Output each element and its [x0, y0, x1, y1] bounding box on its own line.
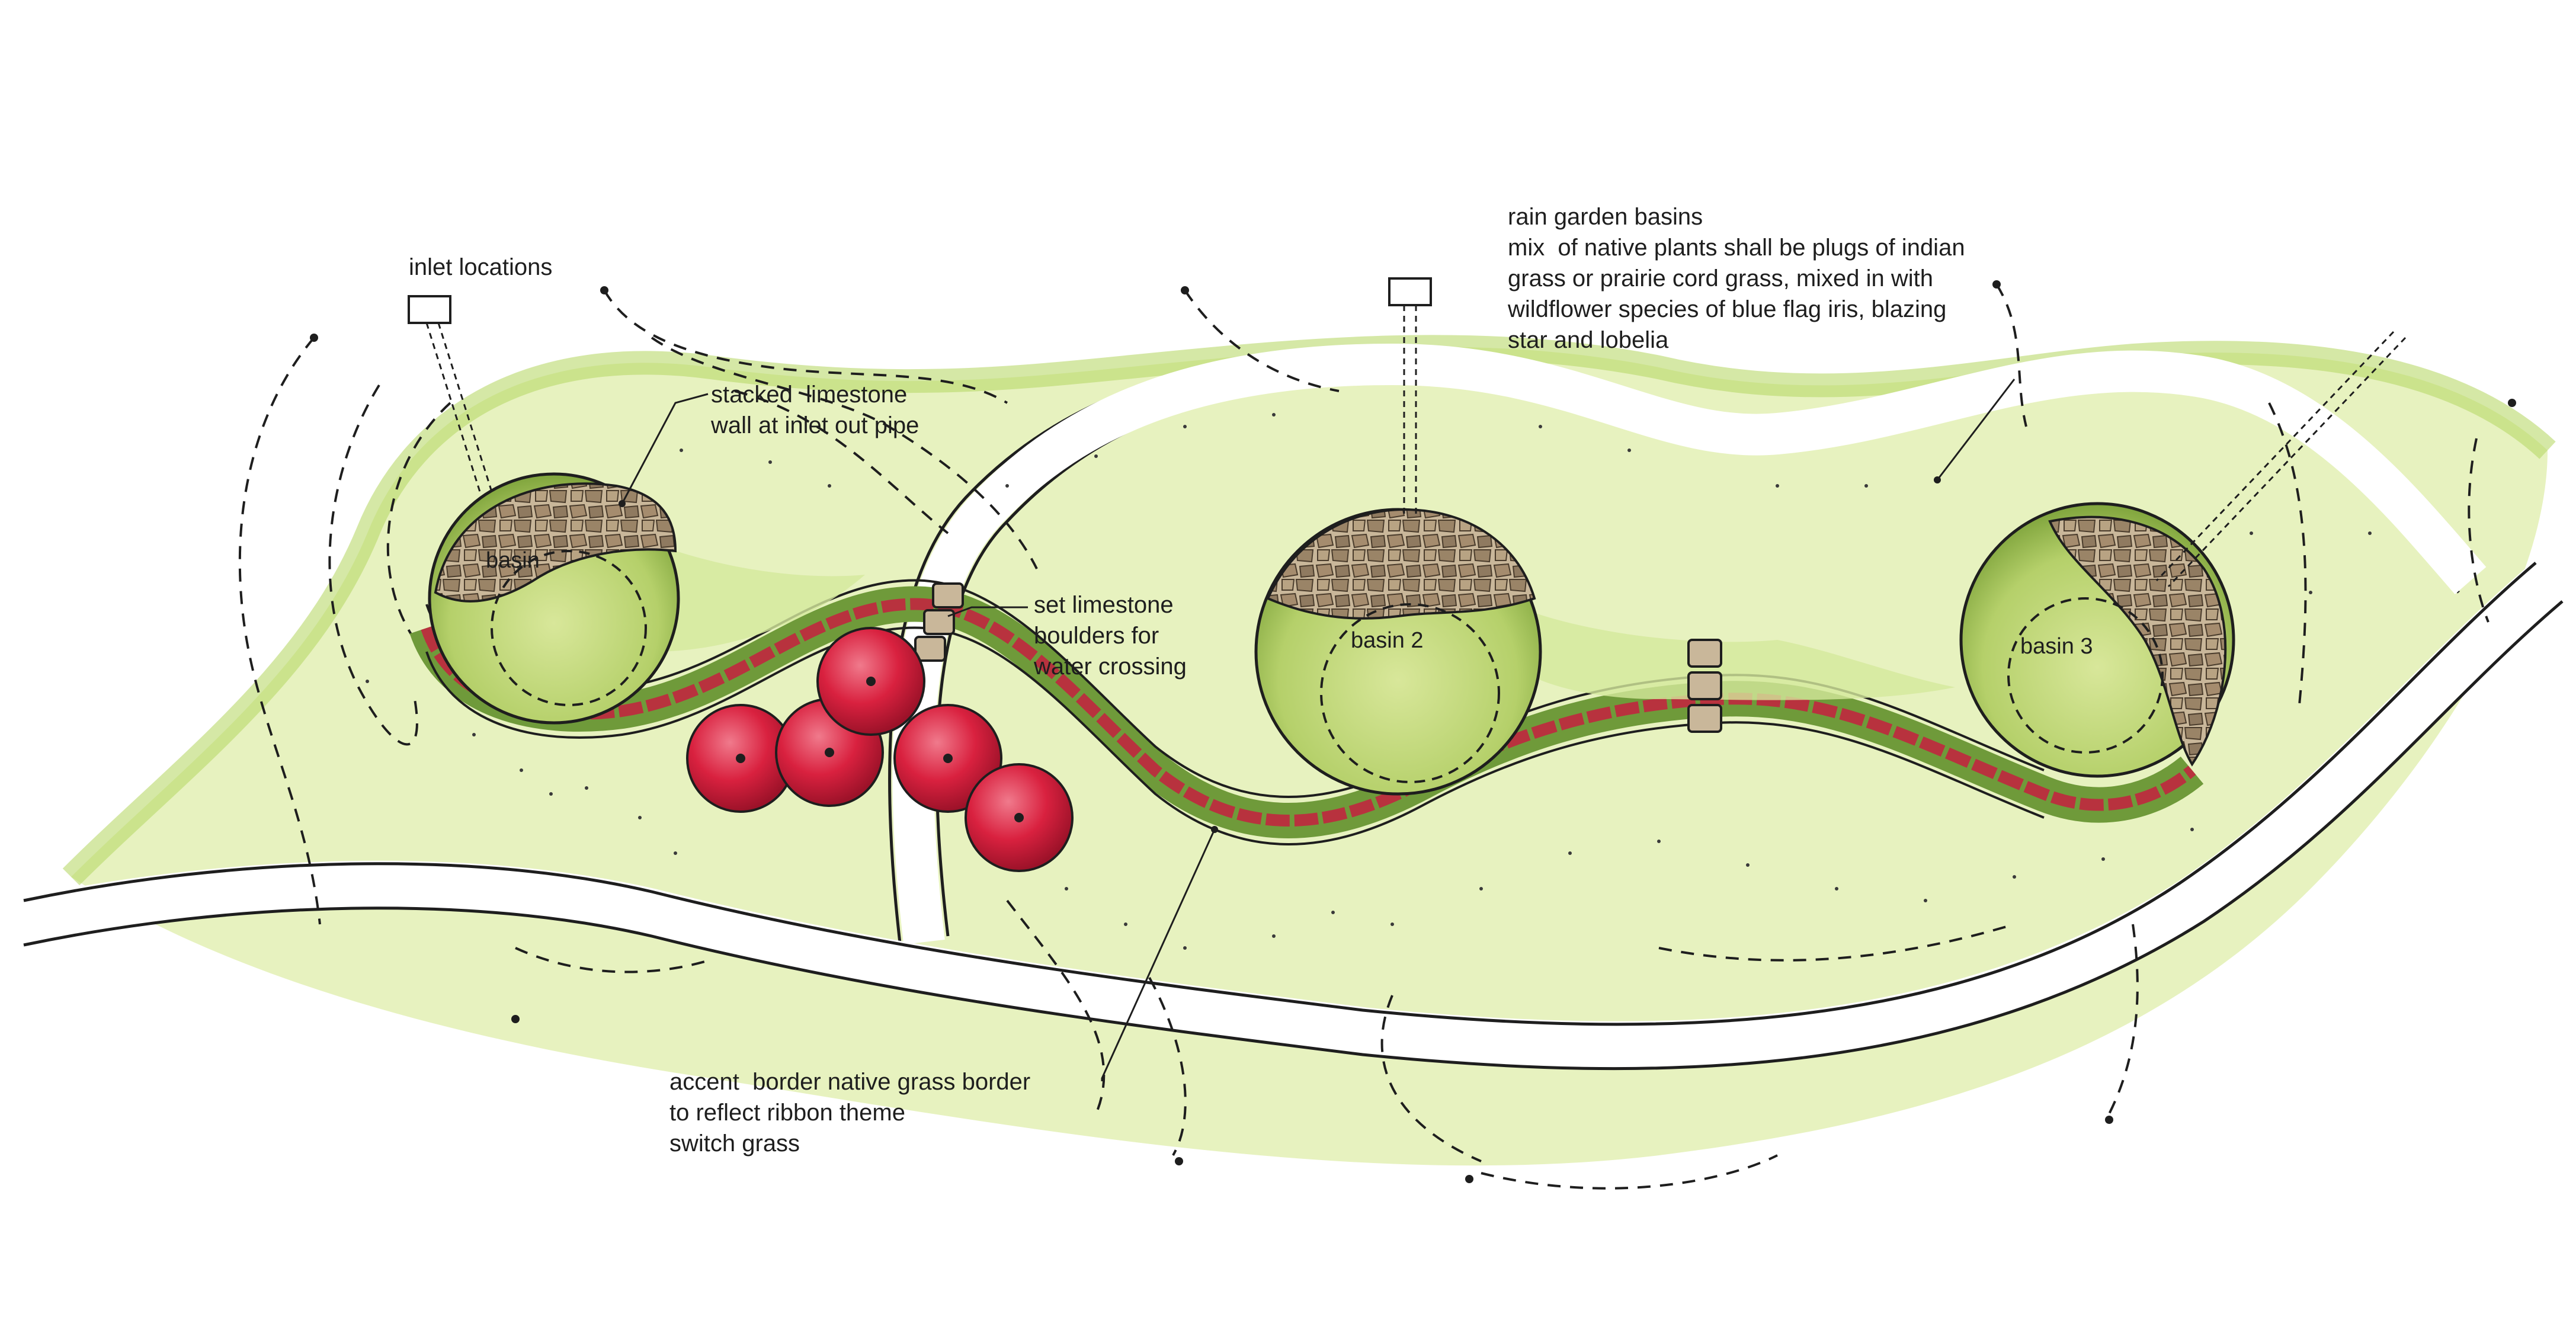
lower-walkway-edge-bottom	[23, 600, 2564, 1071]
ribbon-red-stripe	[421, 598, 2196, 827]
basin-3-label: basin 3	[2020, 634, 2093, 659]
note-set-limestone: set limestone boulders for water crossin…	[1034, 592, 1187, 680]
contour-lines	[238, 283, 2490, 1190]
stepping-stones-middle	[1687, 639, 1722, 733]
inlet-box-left	[408, 295, 493, 492]
basin-3	[1959, 502, 2235, 778]
stepping-stones-left	[914, 582, 964, 662]
tree-group	[686, 627, 1074, 872]
leader-points	[619, 476, 1941, 833]
basin-1	[428, 472, 680, 725]
leader-lines	[621, 379, 2016, 1081]
stipple	[366, 413, 2372, 950]
basin-2-label: basin 2	[1351, 628, 1424, 653]
note-accent-border: accent border native grass border to ref…	[669, 1069, 1031, 1157]
upper-walkway-fill	[892, 343, 2487, 945]
inlet-pipe-right	[2155, 331, 2407, 588]
contour-end-dots	[310, 280, 2516, 1183]
note-rain-garden: rain garden basins mix of native plants …	[1508, 204, 1965, 353]
basin-1-label: basin	[486, 548, 540, 573]
note-inlet-locations: inlet locations	[409, 254, 553, 280]
basin-2	[1254, 508, 1542, 796]
lower-walkway-edge-top	[23, 562, 2537, 1026]
inlet-box-middle	[1388, 277, 1432, 515]
lower-walkway-fill	[18, 562, 2563, 1069]
pool-left	[628, 533, 865, 652]
ribbon-outline-lower	[425, 626, 2045, 845]
note-stacked-limestone: stacked limestone wall at inlet out pipe	[711, 382, 919, 438]
pool-middle	[1511, 604, 1955, 700]
